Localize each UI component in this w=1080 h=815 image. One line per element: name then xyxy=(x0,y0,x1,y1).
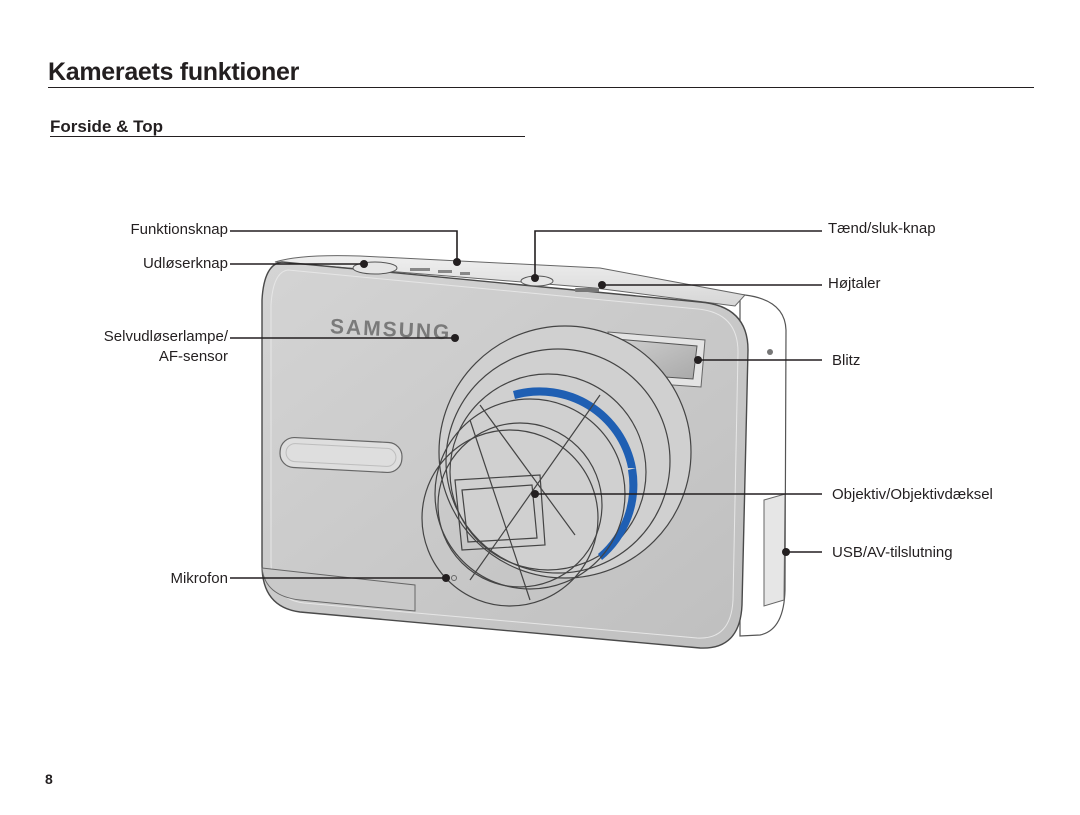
grip-bar xyxy=(279,436,403,474)
label-self-timer-lamp: Selvudløserlampe/ AF-sensor xyxy=(104,327,228,367)
dot-microphone xyxy=(442,574,450,582)
label-self-timer-lamp-line1: Selvudløserlampe/ xyxy=(103,328,228,345)
dot-flash xyxy=(694,356,702,364)
dot-power-button xyxy=(531,274,539,282)
dot-function-button xyxy=(453,258,461,266)
page-title: Kameraets funktioner xyxy=(48,58,300,86)
dot-lens xyxy=(531,490,539,498)
leader-power-button xyxy=(534,230,822,278)
section-rule xyxy=(50,136,525,137)
label-speaker: Højtaler xyxy=(828,275,881,292)
dot-speaker xyxy=(598,281,606,289)
callout-leaders xyxy=(230,230,822,579)
label-shutter-button: Udløserknap xyxy=(142,255,228,272)
label-microphone: Mikrofon xyxy=(170,570,228,587)
page-number: 8 xyxy=(45,771,53,787)
title-rule xyxy=(48,87,1034,88)
callout-dots xyxy=(360,258,790,582)
speaker-grille xyxy=(575,288,599,292)
label-self-timer-lamp-line2: AF-sensor xyxy=(158,348,228,365)
usb-port-shape xyxy=(763,493,786,607)
lens-assembly xyxy=(421,325,692,607)
section-title: Forside & Top xyxy=(50,117,164,136)
label-power-button: Tænd/sluk-knap xyxy=(828,220,936,237)
dot-usb xyxy=(782,548,790,556)
dot-shutter-button xyxy=(360,260,368,268)
dot-self-timer-lamp xyxy=(451,334,459,342)
label-usb-av: USB/AV-tilslutning xyxy=(832,544,953,561)
label-flash: Blitz xyxy=(832,352,861,369)
label-function-button: Funktionsknap xyxy=(130,221,228,238)
label-lens: Objektiv/Objektivdæksel xyxy=(832,486,993,503)
leader-function-button xyxy=(230,230,458,261)
